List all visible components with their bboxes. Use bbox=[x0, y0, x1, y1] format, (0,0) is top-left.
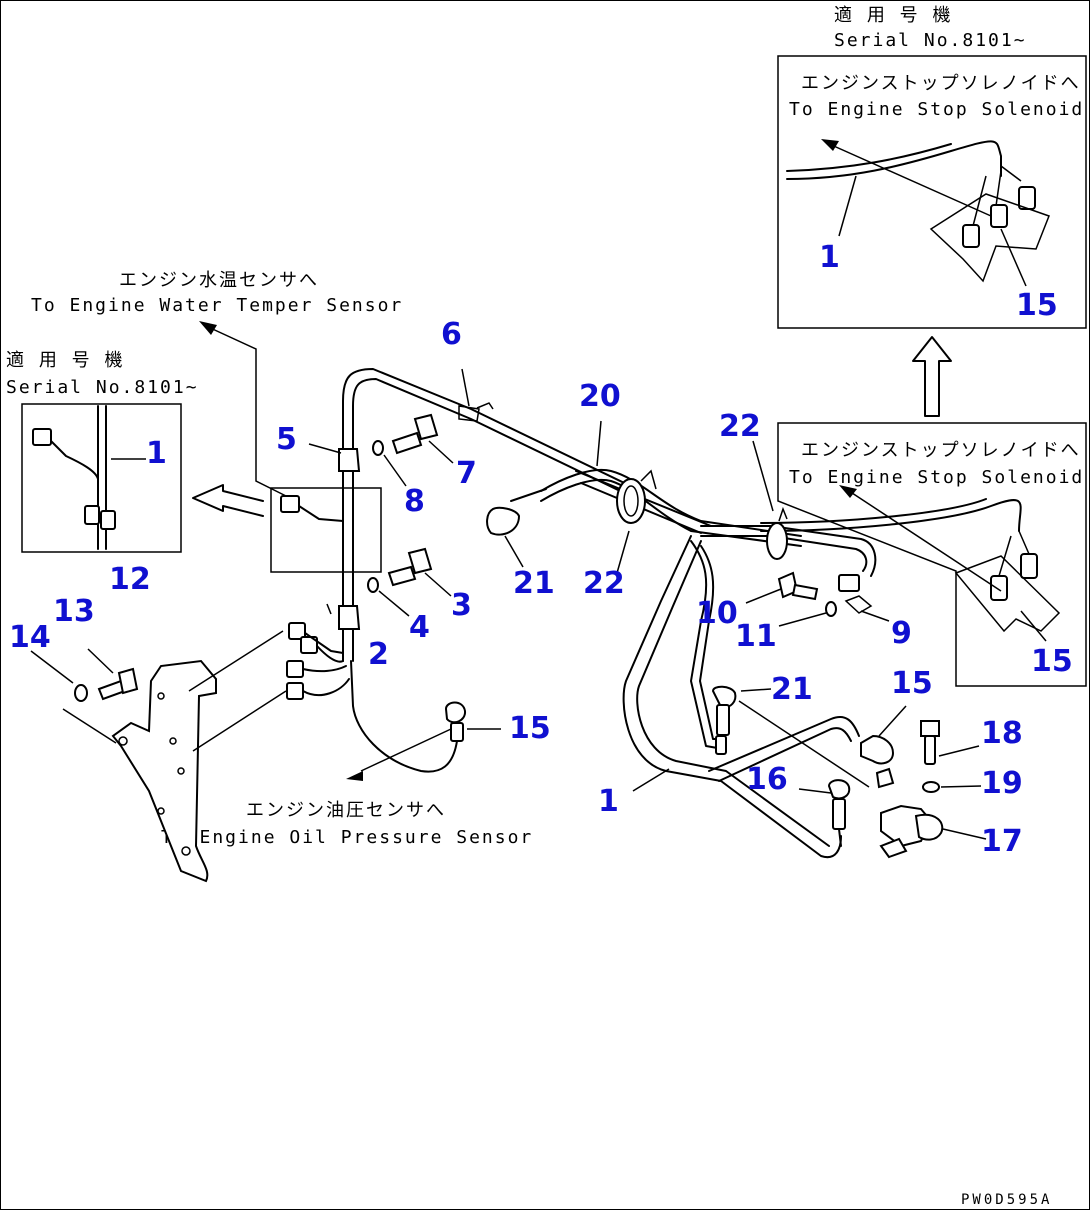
callout-3: 3 bbox=[451, 588, 472, 623]
solenoid-assembly bbox=[798, 705, 987, 859]
callout-6: 6 bbox=[441, 317, 462, 352]
note-serial-header-left: 適 用 号 機 bbox=[6, 350, 125, 371]
note-stop-solenoid-jp-top: エンジンストップソレノイドへ bbox=[801, 73, 1081, 94]
water-temp-leader bbox=[199, 321, 344, 522]
up-arrow-icon bbox=[912, 336, 952, 417]
callout-1-top-box: 1 bbox=[819, 240, 840, 275]
connectors-cluster bbox=[286, 603, 350, 700]
callout-15-lower: 15 bbox=[891, 666, 933, 701]
callout-22-upper: 22 bbox=[719, 409, 761, 444]
callout-22-lower: 22 bbox=[583, 566, 625, 601]
callout-1-main: 1 bbox=[598, 784, 619, 819]
note-serial-no-left: Serial No.8101~ bbox=[6, 377, 199, 398]
callout-17: 17 bbox=[981, 824, 1023, 859]
callout-20: 20 bbox=[579, 379, 621, 414]
note-stop-solenoid-jp-right: エンジンストップソレノイドへ bbox=[801, 440, 1081, 461]
callout-14: 14 bbox=[9, 620, 51, 655]
detail-box-right bbox=[760, 422, 1087, 687]
callout-9: 9 bbox=[891, 616, 912, 651]
callout-12: 12 bbox=[109, 562, 151, 597]
callout-19: 19 bbox=[981, 766, 1023, 801]
callout-5: 5 bbox=[276, 422, 297, 457]
oil-pressure-wire bbox=[346, 660, 501, 781]
bolt-13-washer-14 bbox=[30, 648, 139, 744]
note-oil-pressure-jp: エンジン油圧センサへ bbox=[246, 800, 446, 821]
note-oil-pressure-en: To Engine Oil Pressure Sensor bbox=[161, 827, 533, 848]
main-harness-left-branch bbox=[338, 368, 642, 662]
note-serial-header-top: 適 用 号 機 bbox=[834, 5, 953, 26]
callout-16: 16 bbox=[746, 762, 788, 797]
callout-15-right-box: 15 bbox=[1031, 644, 1073, 679]
callout-21-upper: 21 bbox=[513, 566, 555, 601]
main-harness-center bbox=[540, 420, 890, 622]
callout-1-left-box: 1 bbox=[146, 436, 167, 471]
callout-2: 2 bbox=[368, 637, 389, 672]
note-water-temp-jp: エンジン水温センサへ bbox=[119, 270, 319, 291]
bolt-3-washer-4 bbox=[367, 547, 452, 617]
callout-21-lower: 21 bbox=[771, 672, 813, 707]
detail-box-top-right bbox=[777, 55, 1087, 329]
callout-15-top-box: 15 bbox=[1016, 288, 1058, 323]
note-serial-no-top: Serial No.8101~ bbox=[834, 30, 1027, 51]
bolt-7-washer-8 bbox=[308, 368, 470, 487]
note-stop-solenoid-en-right: To Engine Stop Solenoid bbox=[789, 467, 1084, 488]
drawing-code: PW0D595A bbox=[961, 1192, 1052, 1208]
callout-13: 13 bbox=[53, 594, 95, 629]
callout-8: 8 bbox=[404, 484, 425, 519]
bracket-part bbox=[111, 630, 287, 883]
callout-15-oil: 15 bbox=[509, 711, 551, 746]
callout-18: 18 bbox=[981, 716, 1023, 751]
water-temp-sensor-frame bbox=[270, 487, 382, 573]
callout-4: 4 bbox=[409, 610, 430, 645]
callout-11: 11 bbox=[735, 619, 777, 654]
connector-21-upper bbox=[486, 488, 547, 568]
callout-7: 7 bbox=[456, 456, 477, 491]
note-water-temp-en: To Engine Water Temper Sensor bbox=[31, 295, 403, 316]
note-stop-solenoid-en-top: To Engine Stop Solenoid bbox=[789, 99, 1084, 120]
main-harness-lower bbox=[622, 535, 870, 859]
bolt-10-washer-11 bbox=[745, 571, 837, 627]
callout-10: 10 bbox=[696, 596, 738, 631]
detail-box-left bbox=[21, 403, 264, 553]
